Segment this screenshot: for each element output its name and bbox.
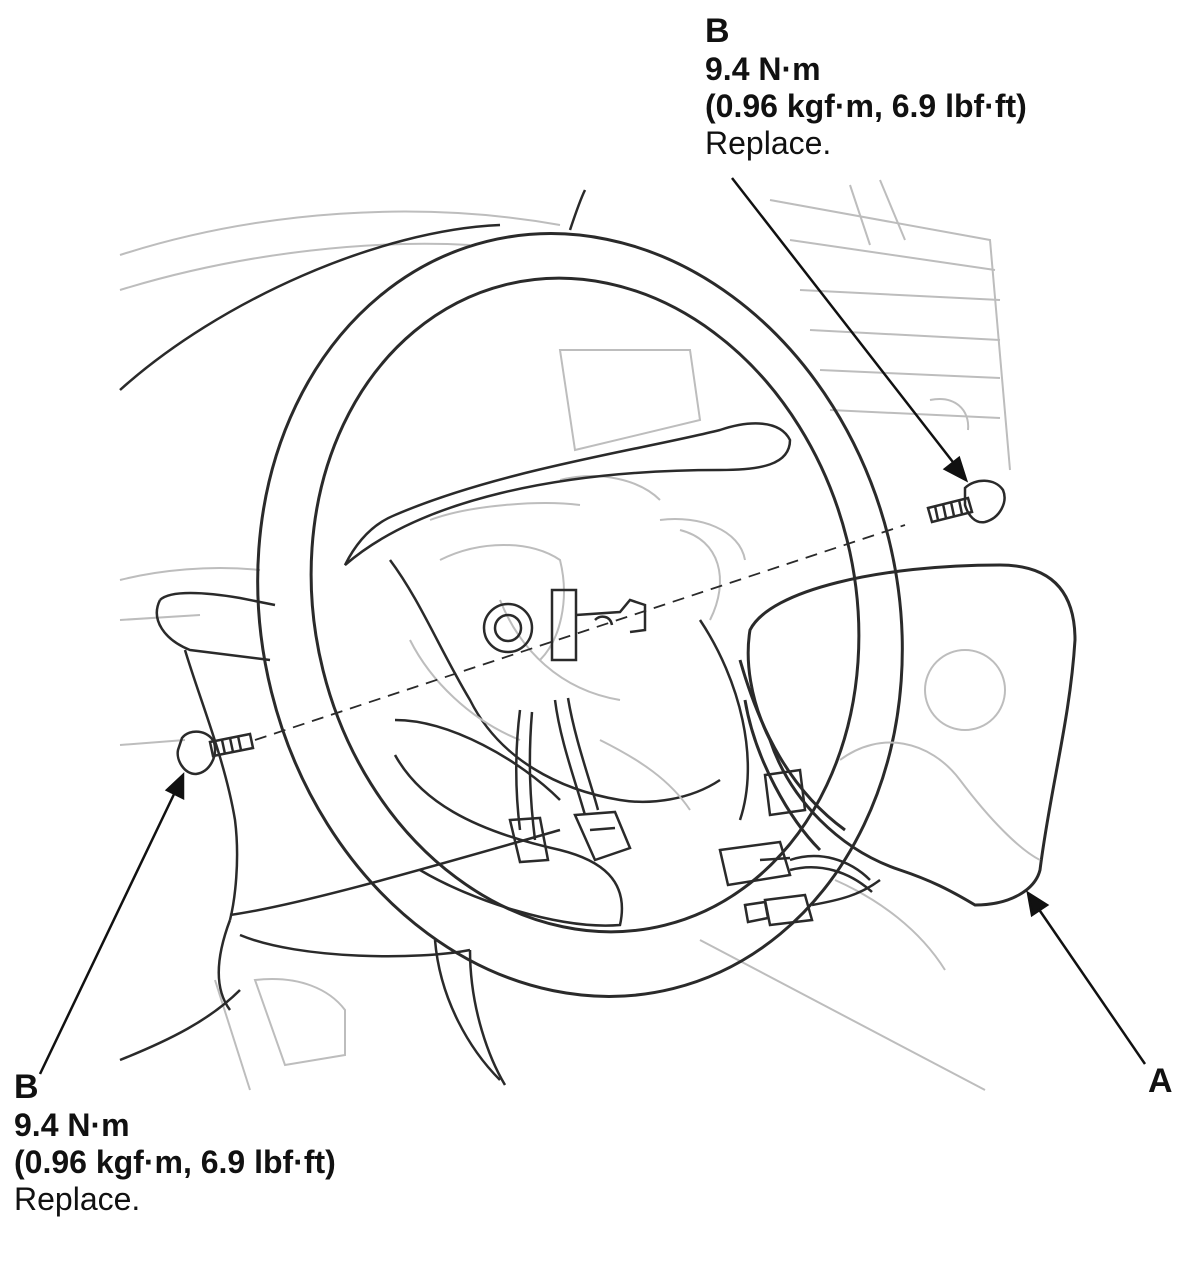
torque-alt-units: (0.96 kgf·m, 6.9 lbf·ft) (14, 1143, 336, 1180)
hub-harness (508, 697, 632, 864)
hub-light-details (409, 502, 721, 811)
bolt-top (926, 479, 1006, 524)
airbag-connectors (718, 768, 881, 927)
leader-lines (38, 177, 1147, 1075)
hub-connector (550, 588, 647, 662)
replace-note: Replace. (705, 124, 832, 161)
callout-letter-a: A (1148, 1062, 1173, 1100)
steering-nut (482, 602, 534, 654)
install-axis-dashed (254, 524, 906, 741)
steering-wheel-hub (343, 422, 792, 927)
callout-bolt-top: B 9.4 N·m (0.96 kgf·m, 6.9 lbf·ft) Repla… (705, 12, 1027, 161)
replace-note: Replace. (14, 1180, 141, 1217)
callout-airbag-module: A (1148, 1062, 1173, 1101)
callout-letter-b: B (14, 1068, 39, 1106)
dashboard-outline (119, 189, 587, 1086)
torque-value: 9.4 N·m (14, 1107, 130, 1144)
airbag-emblem (839, 649, 1041, 861)
callout-bolt-bottom: B 9.4 N·m (0.96 kgf·m, 6.9 lbf·ft) Repla… (14, 1068, 336, 1217)
bolt-bottom (176, 730, 255, 776)
torque-alt-units: (0.96 kgf·m, 6.9 lbf·ft) (705, 87, 1027, 124)
torque-value: 9.4 N·m (705, 51, 821, 88)
steering-wheel-rim (256, 232, 904, 998)
dashboard-background (119, 179, 1011, 1091)
airbag-module (738, 563, 1077, 907)
callout-letter-b: B (705, 12, 730, 50)
